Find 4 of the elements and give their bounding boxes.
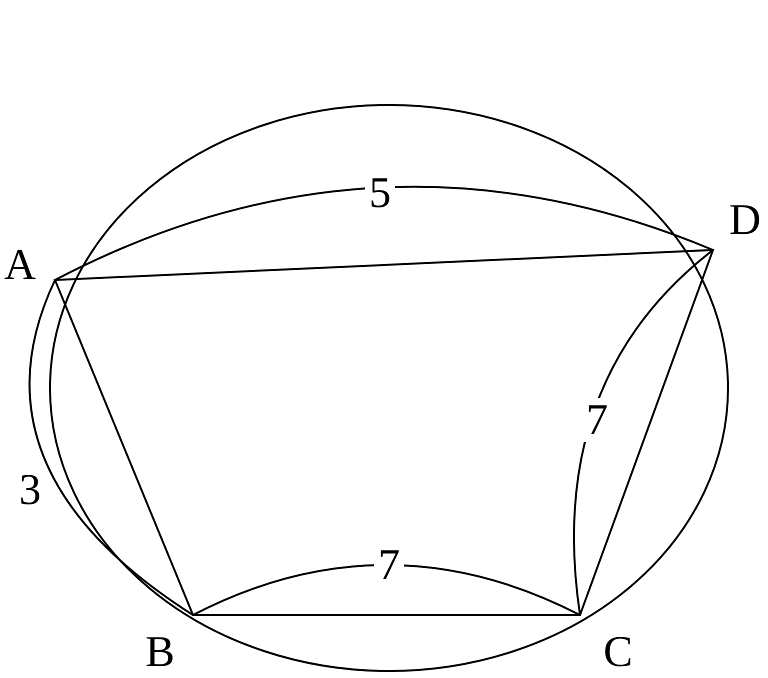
vertex-label: A [4,243,36,287]
vertex-label: D [729,198,761,242]
vertex-label: B [145,630,175,674]
vertex-label: C [603,630,633,674]
